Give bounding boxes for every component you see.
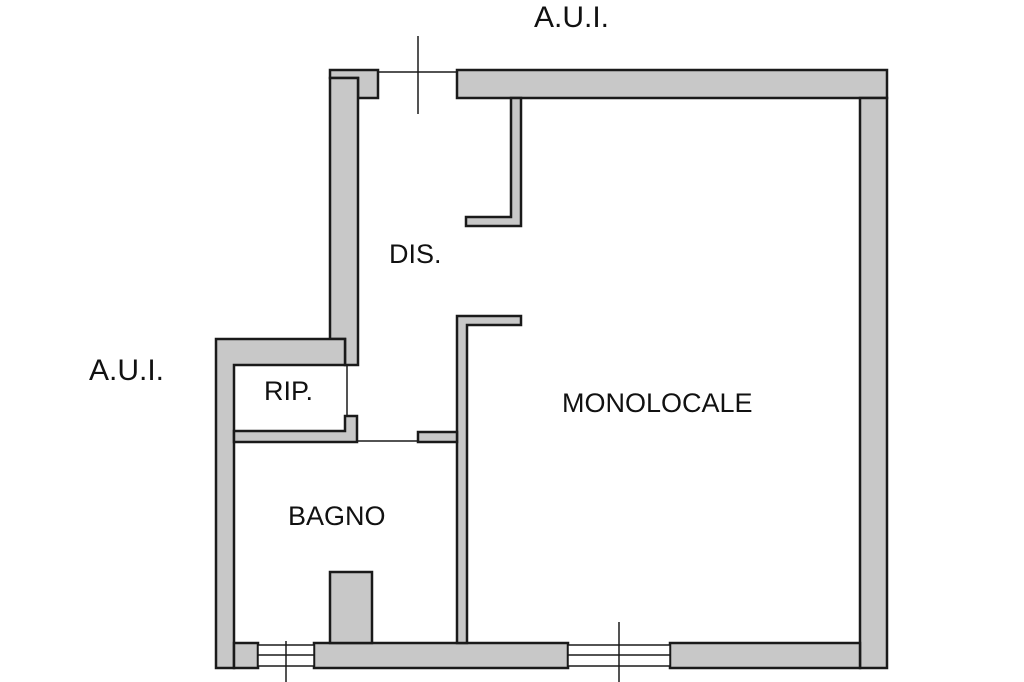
label-aui-top: A.U.I. (534, 1, 610, 34)
wall-bottom-right (668, 641, 862, 670)
wall-bottom-far-left (232, 641, 260, 670)
wall-corridor-left (328, 76, 360, 367)
label-aui-left: A.U.I. (89, 354, 165, 387)
monolocale-window (567, 622, 671, 682)
wall-right (858, 96, 889, 670)
door-openings (346, 36, 457, 442)
wall-bathroom-shaft (328, 570, 374, 645)
interior-walls (232, 96, 523, 645)
room-label-dis: DIS. (389, 239, 442, 269)
wall-left-bump (214, 337, 347, 670)
wall-top-right (455, 68, 889, 100)
wall-storage-bottom (232, 414, 359, 444)
exterior-walls (214, 68, 889, 670)
room-label-monolocale: MONOLOCALE (562, 388, 753, 418)
room-label-rip: RIP. (264, 376, 314, 406)
wall-closet-partition (464, 96, 523, 228)
bathroom-window (257, 641, 315, 682)
wall-bottom-middle (312, 641, 570, 670)
windows (257, 622, 671, 682)
wall-bathroom-door-jamb (416, 430, 459, 444)
wall-monolocale-partition (455, 314, 523, 645)
room-label-bagno: BAGNO (288, 501, 386, 531)
